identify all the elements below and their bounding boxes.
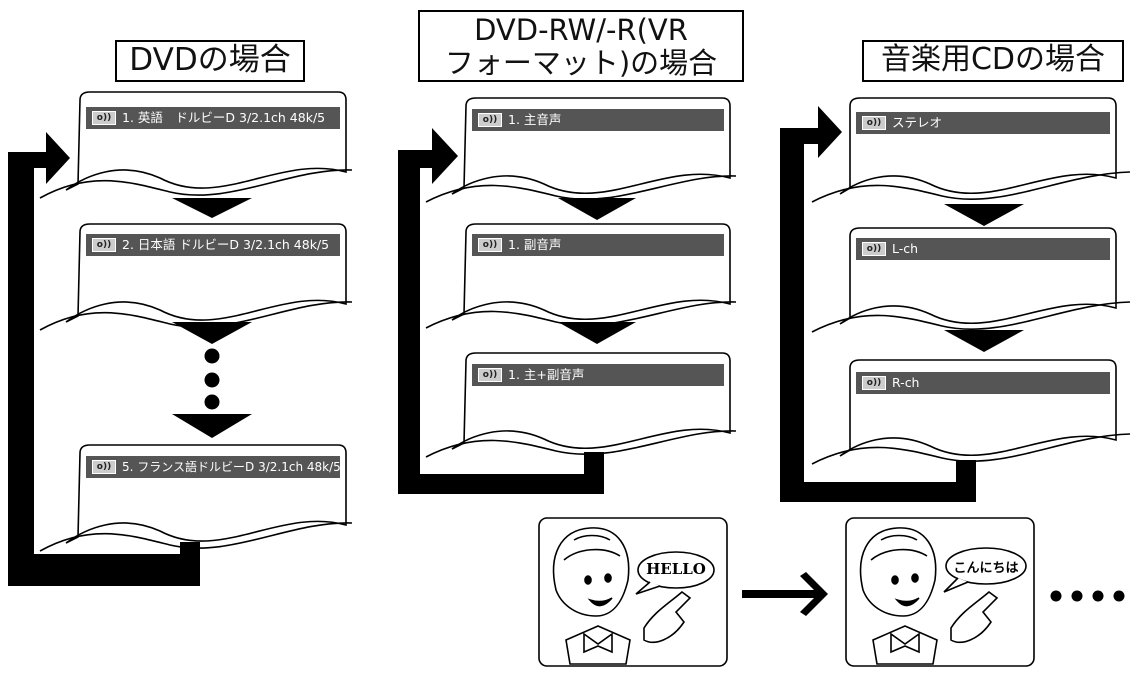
triangle-down-icon: [172, 198, 252, 218]
triangle-down-icon: [944, 204, 1024, 226]
triangle-down-icon: [172, 322, 252, 344]
audio-track-bar-japanese: o)) 2. 日本語 ドルビーD 3/2.1ch 48k/5: [86, 234, 340, 256]
paper-wave-line: [39, 169, 353, 199]
dvd-rw-heading: DVD-RW/-R(VR フォーマット)の場合: [418, 10, 744, 82]
ellipsis-dot: [204, 394, 220, 410]
triangle-down-icon: [172, 414, 252, 438]
triangle-down-icon: [944, 330, 1024, 352]
audio-track-label: 1. 英語 ドルビーD 3/2.1ch 48k/5: [122, 110, 326, 125]
ellipsis-dot: [204, 372, 220, 388]
audio-signal-icon: o)): [92, 238, 116, 252]
dvd-rw-heading-line-1: DVD-RW/-R(VR: [474, 13, 688, 47]
ellipsis-dot: [1071, 590, 1083, 602]
paper-wave-line: [39, 522, 353, 552]
paper-wave-line: [39, 301, 353, 331]
speech-balloon: [637, 551, 715, 589]
waving-girl-icon: [859, 527, 999, 665]
ellipsis-dot: [1092, 590, 1104, 602]
audio-track-label: 5. フランス語ドルビーD 3/2.1ch 48k/5: [122, 460, 340, 474]
dvd-rw-column: [398, 97, 737, 494]
audio-signal-icon: o)): [478, 368, 502, 382]
waving-girl-icon: [552, 527, 692, 665]
audio-track-bar-english: o)) 1. 英語 ドルビーD 3/2.1ch 48k/5: [86, 107, 340, 129]
ellipsis-dot: [1050, 590, 1062, 602]
audio-signal-icon: o)): [478, 113, 502, 127]
ellipsis-dot: [204, 348, 220, 364]
audio-signal-icon: o)): [862, 376, 886, 390]
loop-arrow-icon: [8, 132, 200, 586]
paper-wave-line: [425, 430, 737, 458]
audio-track-bar-right: o)) R-ch: [856, 372, 1110, 394]
audio-track-bar-left: o)) L-ch: [856, 238, 1110, 260]
audio-signal-icon: o)): [478, 238, 502, 252]
paper-wave-line: [425, 301, 737, 329]
audio-signal-icon: o)): [862, 242, 886, 256]
speech-balloon-tail: [635, 581, 661, 595]
speech-balloon-tail: [943, 577, 969, 593]
audio-track-label: L-ch: [892, 241, 919, 256]
audio-track-bar-stereo: o)) ステレオ: [856, 112, 1110, 134]
paper-wave-line: [425, 175, 737, 203]
music-cd-heading: 音楽用CDの場合: [862, 40, 1124, 82]
audio-signal-icon: o)): [92, 460, 116, 474]
language-illustration: [538, 517, 1125, 667]
loop-arrow-icon: [780, 106, 976, 502]
balloon-text-konnichiwa: こんにちは: [953, 561, 1019, 576]
ellipsis-dot: [1113, 590, 1125, 602]
audio-track-label: R-ch: [892, 375, 920, 390]
loop-arrow-icon: [398, 128, 604, 494]
audio-track-bar-main: o)) 1. 主音声: [472, 109, 724, 131]
audio-track-label: 1. 副音声: [508, 237, 562, 252]
triangle-down-icon: [558, 198, 636, 220]
dvd-heading: DVDの場合: [115, 40, 305, 82]
audio-signal-icon: o)): [92, 111, 116, 125]
triangle-down-icon: [558, 322, 636, 344]
music-cd-column: [780, 97, 1131, 502]
audio-track-label: ステレオ: [892, 115, 943, 130]
dvd-rw-heading-line-2: フォーマット)の場合: [444, 46, 718, 80]
paper-wave-line: [811, 433, 1131, 465]
paper-wave-line: [811, 301, 1131, 333]
balloon-text-hello: HELLO: [646, 560, 706, 578]
audio-signal-icon: o)): [862, 116, 886, 130]
audio-track-bar-main-sub: o)) 1. 主+副音声: [472, 364, 724, 386]
audio-track-label: 2. 日本語 ドルビーD 3/2.1ch 48k/5: [122, 237, 330, 252]
paper-wave-line: [811, 171, 1131, 203]
audio-track-label: 1. 主+副音声: [508, 367, 585, 382]
dvd-column: [8, 91, 353, 586]
audio-track-bar-sub: o)) 1. 副音声: [472, 234, 724, 256]
arrow-right-icon: [742, 572, 828, 616]
audio-track-bar-french: o)) 5. フランス語ドルビーD 3/2.1ch 48k/5: [86, 456, 340, 478]
audio-track-label: 1. 主音声: [508, 112, 562, 127]
speech-balloon: [945, 547, 1027, 585]
